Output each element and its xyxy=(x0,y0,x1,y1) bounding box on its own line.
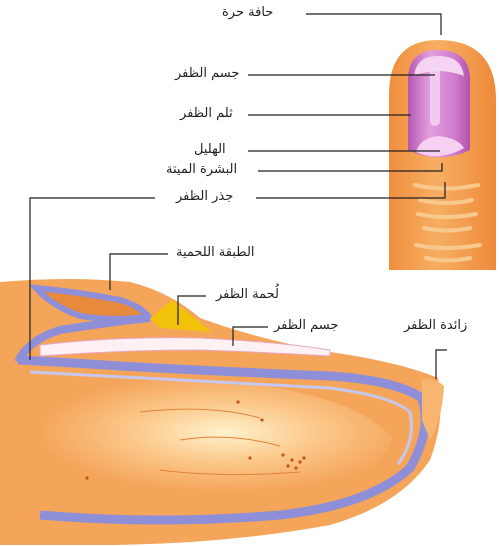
label-nail-body-top: جسم الظفر xyxy=(175,66,239,82)
label-nail-body-section: جسم الظفر xyxy=(274,318,338,334)
cross-section-illustration xyxy=(0,279,444,545)
label-germinal-layer: الطبقة اللحمية xyxy=(176,245,255,261)
label-nail-root: جذر الظفر xyxy=(176,189,233,205)
leader-hyponychium xyxy=(436,350,447,379)
label-eponychium: لُحمة الظفر xyxy=(216,287,279,303)
label-free-edge: حافة حرة xyxy=(222,5,273,21)
leader-free-edge xyxy=(306,14,441,35)
label-hyponychium: زائدة الظفر xyxy=(404,318,467,334)
label-cuticle: البشرة الميتة xyxy=(166,162,237,178)
label-lunula: الهليل xyxy=(194,142,226,158)
label-nail-groove: ثلم الظفر xyxy=(180,106,233,122)
